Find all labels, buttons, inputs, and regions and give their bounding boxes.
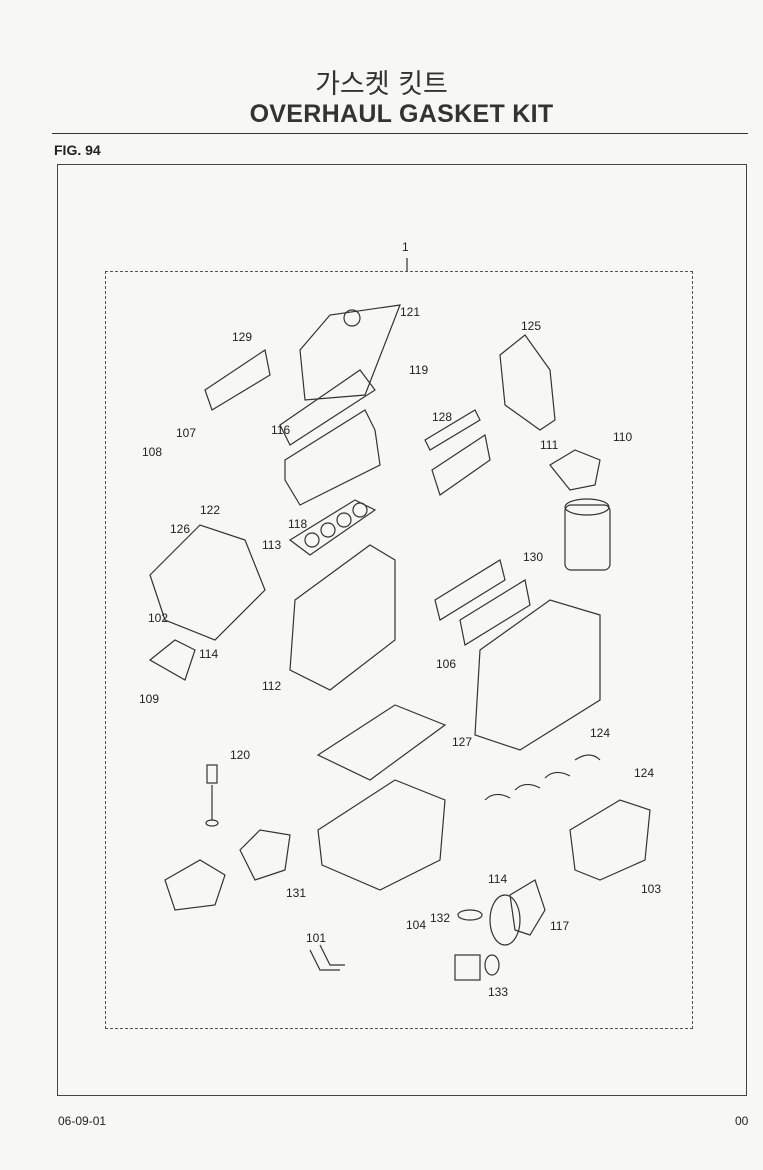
callout: 107 <box>176 426 197 440</box>
callout: 102 <box>148 611 169 625</box>
callout: 133 <box>488 985 509 999</box>
callout: 104 <box>406 918 427 932</box>
thermostat-housing-drawing <box>454 954 481 981</box>
callout: 125 <box>521 319 542 333</box>
figure-label: FIG. 94 <box>54 142 101 158</box>
callout: 128 <box>432 410 453 424</box>
figure-frame <box>57 164 747 1096</box>
callout: 118 <box>288 517 308 531</box>
cylinder-head-drawing <box>284 409 381 506</box>
callout: 132 <box>430 911 451 925</box>
bore-drawing <box>304 532 320 548</box>
filter-head-drawing <box>549 449 601 491</box>
water-pipe-drawing <box>309 944 345 971</box>
callout: 126 <box>170 522 191 536</box>
callout: 110 <box>613 430 633 444</box>
manifold-gasket-drawing <box>204 349 271 411</box>
callout: 111 <box>540 438 559 452</box>
callout: 119 <box>409 363 429 377</box>
oil-cap-drawing <box>343 309 361 327</box>
thermostat-gasket-drawing <box>457 909 483 921</box>
water-pump-drawing <box>164 859 226 911</box>
title-korean: 가스켓 킷트 <box>315 69 448 100</box>
callout: 131 <box>286 886 307 900</box>
callout: 114 <box>488 872 508 886</box>
callout: 114 <box>199 647 219 661</box>
water-pump-pulley-drawing <box>148 639 196 681</box>
callout: 113 <box>262 538 282 552</box>
rocker-cover-drawing <box>299 304 401 401</box>
rocker-gasket-drawing <box>279 369 376 446</box>
thermostat-seal-drawing <box>484 954 500 976</box>
side-gasket-drawing <box>434 559 506 621</box>
head-gasket-drawing <box>288 499 377 556</box>
flywheel-plate-drawing <box>499 334 556 431</box>
callout: 130 <box>523 550 544 564</box>
header-divider <box>52 133 748 134</box>
water-pump-gasket-drawing <box>239 829 291 881</box>
intake-manifold-drawing <box>431 434 491 496</box>
callout: 116 <box>271 423 291 437</box>
rear-seal-housing-drawing <box>509 879 546 936</box>
kit-boundary <box>105 271 693 1029</box>
callout: 106 <box>436 657 457 671</box>
oil-pan-gasket-drawing <box>316 704 447 781</box>
engine-block-drawing <box>289 544 396 691</box>
timing-cover-drawing <box>149 524 266 641</box>
injection-pump-drawing <box>569 799 651 881</box>
page-number: 00 <box>735 1114 749 1128</box>
callout: 127 <box>452 735 473 749</box>
callout: 122 <box>200 503 221 517</box>
engine-block-rear-drawing <box>474 599 601 751</box>
side-cover-drawing <box>459 579 531 646</box>
date-code: 06-09-01 <box>58 1114 107 1128</box>
callout: 124 <box>634 766 655 780</box>
callout: 112 <box>262 679 282 693</box>
callout: 101 <box>306 931 327 945</box>
callout: 120 <box>230 748 251 762</box>
bore-drawing <box>336 512 352 528</box>
intake-gasket-drawing <box>424 409 481 451</box>
callout: 1 <box>402 240 409 254</box>
callout: 109 <box>139 692 160 706</box>
callout: 117 <box>550 919 570 933</box>
bore-drawing <box>320 522 336 538</box>
main-bearings-drawing <box>484 754 601 801</box>
callout: 103 <box>641 882 662 896</box>
bore-drawing <box>352 502 368 518</box>
o-ring-drawing <box>489 894 521 946</box>
oil-pan-drawing <box>317 779 446 891</box>
oil-filter-drawing <box>564 504 611 571</box>
callout: 124 <box>590 726 611 740</box>
callout: 108 <box>142 445 163 459</box>
callout: 129 <box>232 330 253 344</box>
callout: 121 <box>400 305 421 319</box>
page-title: OVERHAUL GASKET KIT <box>249 100 554 128</box>
